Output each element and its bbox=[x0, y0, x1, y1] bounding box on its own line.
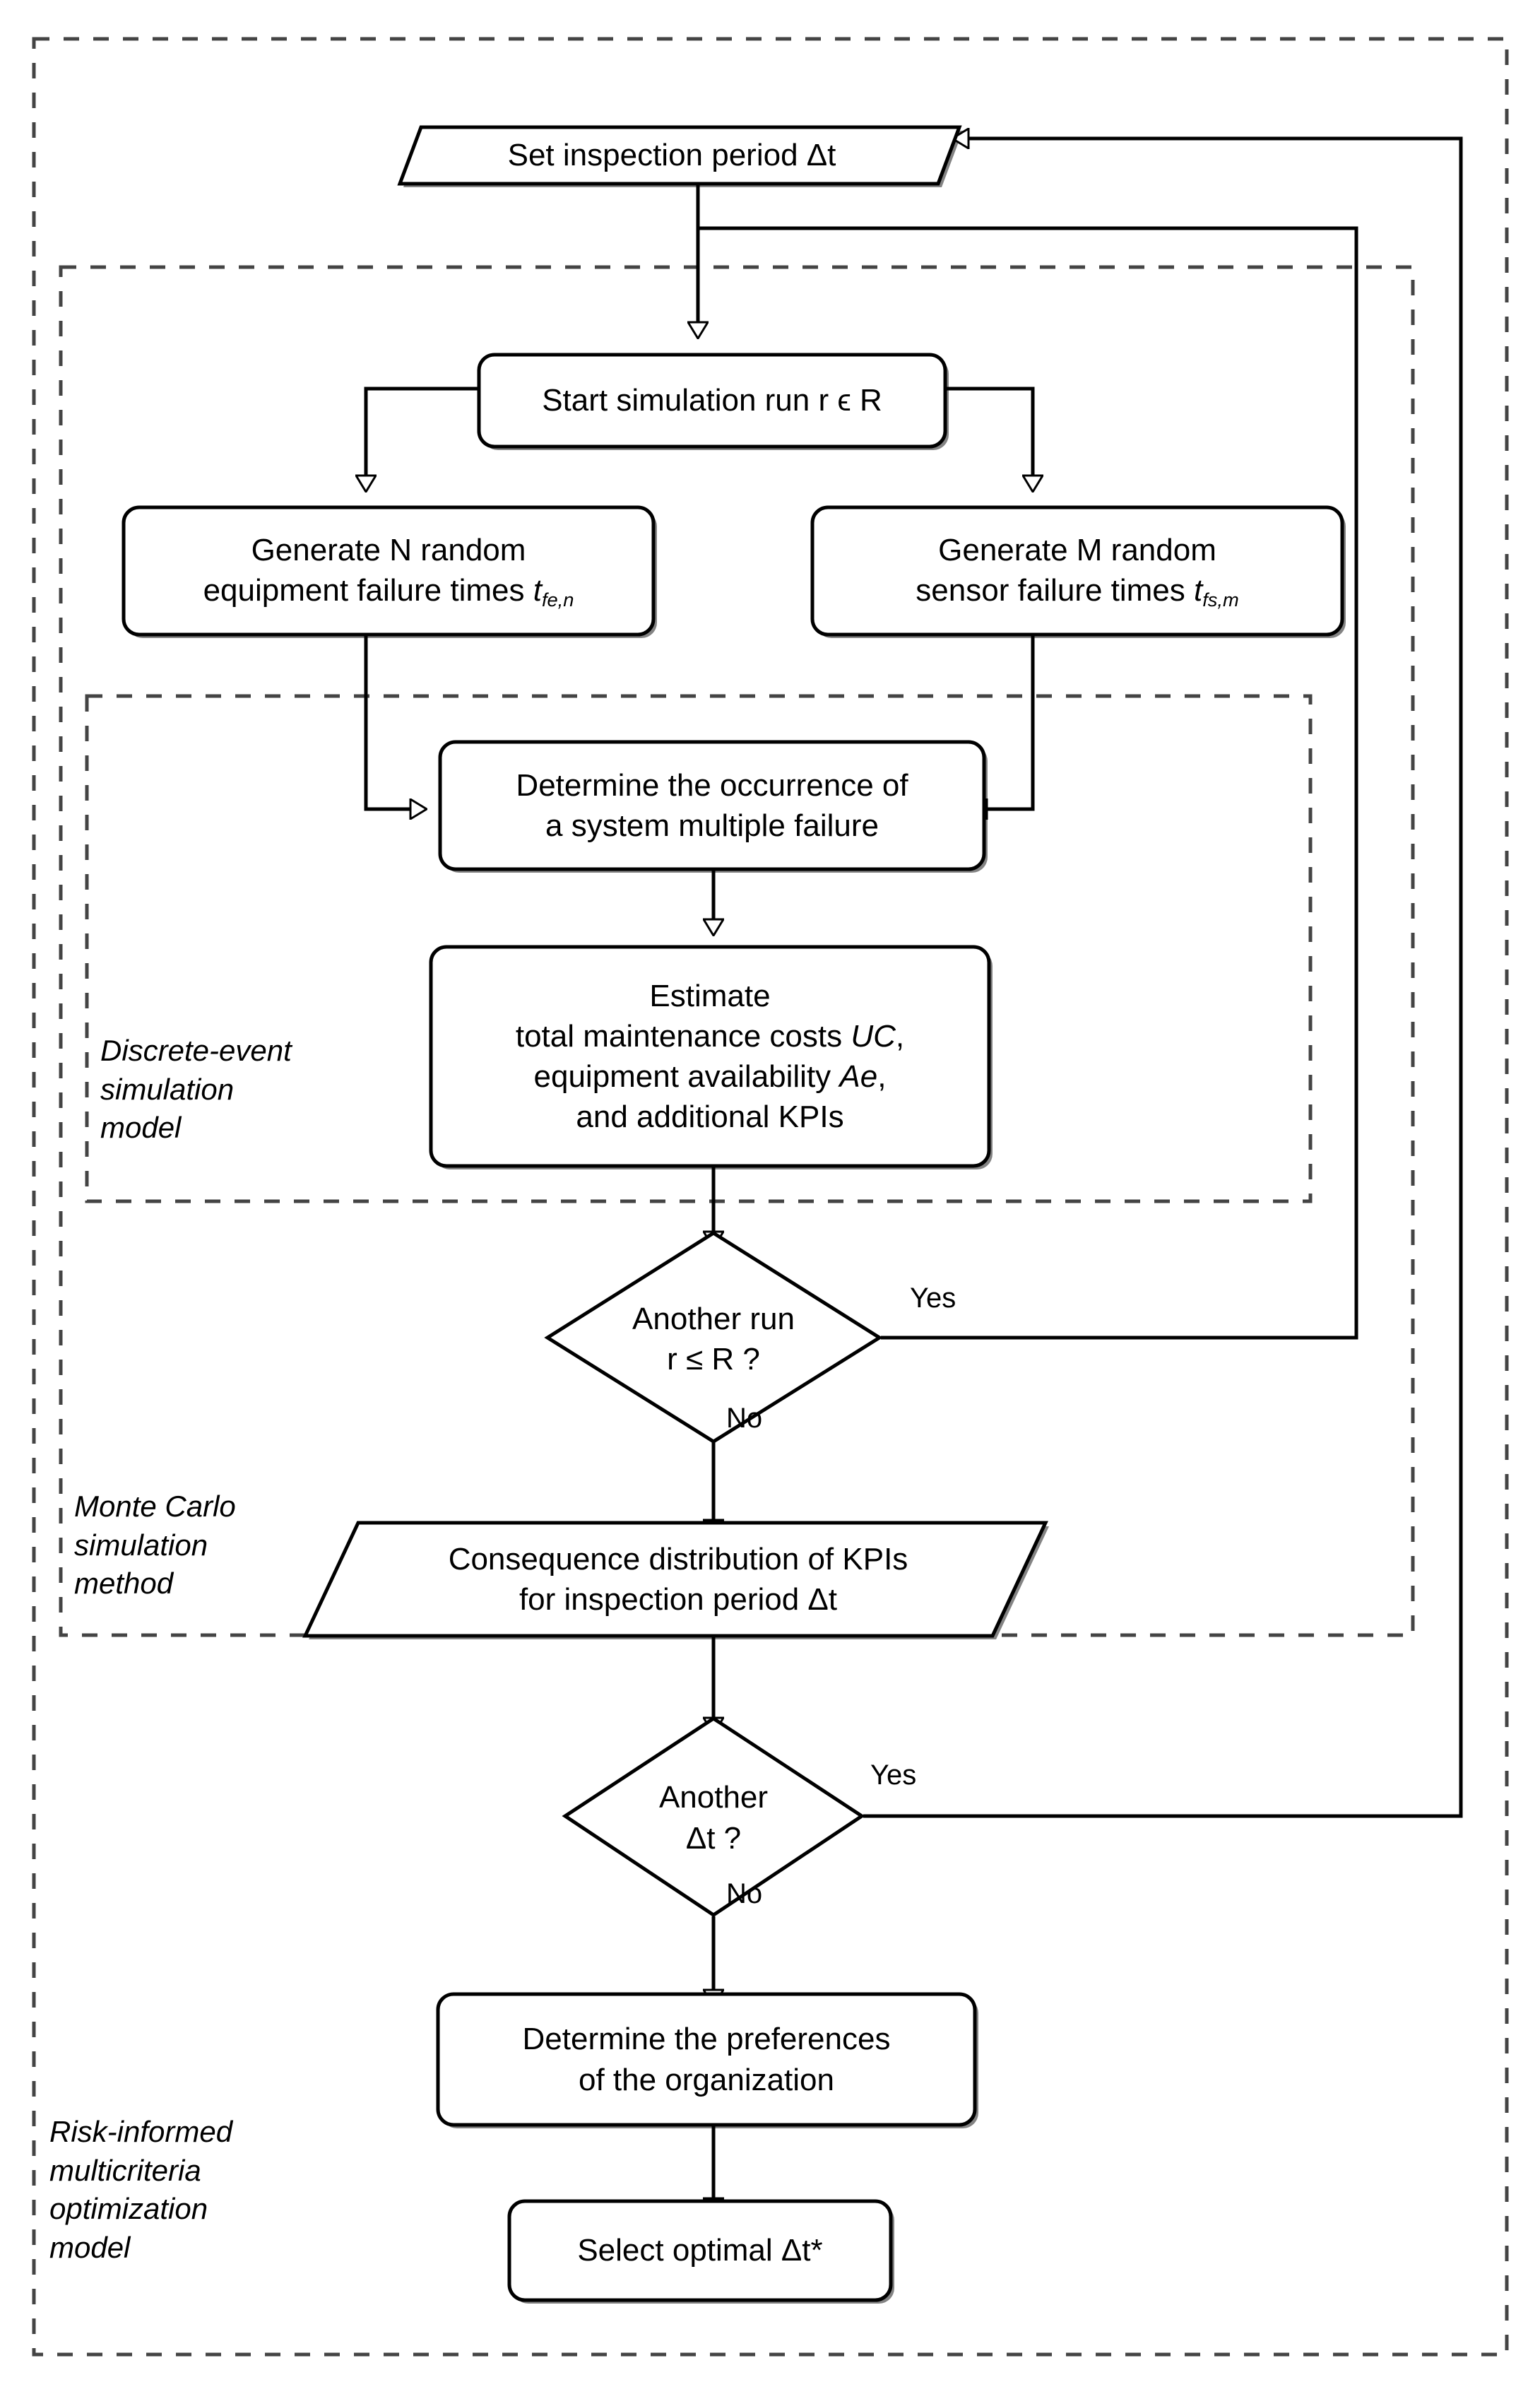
shape-determine-preferences bbox=[436, 1992, 977, 2127]
edge-label-another-dt-yes: Yes bbox=[870, 1760, 917, 1791]
edge-start-left-branch bbox=[366, 387, 480, 475]
edge-sensorfail-to-determine bbox=[988, 636, 1035, 809]
node-shapes bbox=[122, 125, 1344, 2302]
group-label-monte-carlo: Monte Carlo simulation method bbox=[74, 1490, 236, 1601]
edge-equipfail-to-determine bbox=[364, 636, 410, 809]
risk-informed-group-box bbox=[32, 37, 1509, 2357]
shape-shadows bbox=[127, 131, 1346, 2304]
edge-label-another-run-no: No bbox=[726, 1403, 763, 1434]
discrete-event-group-box bbox=[85, 694, 1313, 1203]
shape-estimate-kpis bbox=[429, 945, 991, 1168]
group-label-risk-informed: Risk-informed multicriteria optimization… bbox=[49, 2115, 233, 2264]
edge-anotherrun-yes-loop bbox=[698, 226, 1358, 1340]
edge-start-right-branch bbox=[918, 387, 1033, 475]
shape-consequence-distribution bbox=[302, 1521, 1048, 1638]
shape-select-optimal-dt bbox=[507, 2199, 893, 2302]
shape-generate-sensor-failures bbox=[810, 505, 1344, 637]
shape-another-dt-diamond bbox=[562, 1716, 865, 1918]
edge-label-another-dt-no: No bbox=[726, 1878, 763, 1909]
shape-start-simulation-run bbox=[477, 353, 947, 449]
shape-set-inspection-period bbox=[397, 125, 962, 186]
edge-label-another-run-yes: Yes bbox=[910, 1283, 956, 1314]
shape-generate-equipment-failures bbox=[122, 505, 656, 637]
group-label-discrete-event: Discrete-event simulation model bbox=[100, 1034, 292, 1145]
shape-determine-multiple-failure bbox=[438, 740, 986, 871]
connectors bbox=[364, 138, 1463, 2198]
edge-anotherdt-yes-loop bbox=[863, 138, 1463, 1818]
shape-another-run-diamond bbox=[544, 1231, 883, 1444]
